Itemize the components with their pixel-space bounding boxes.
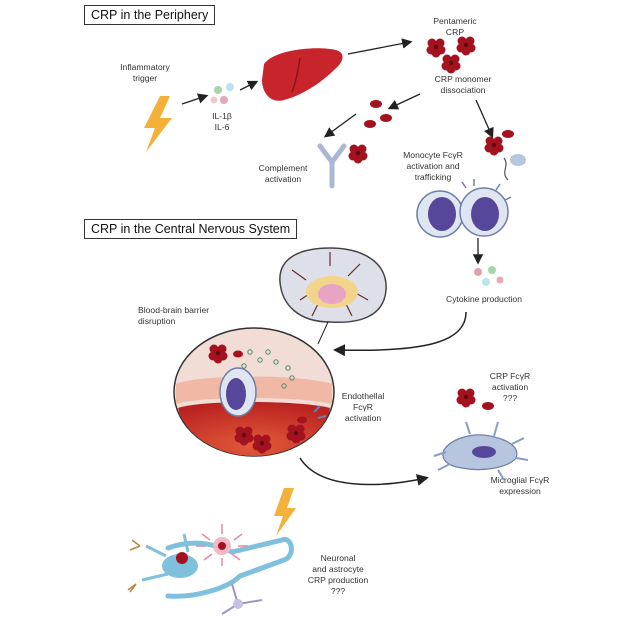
astrocyte-icon: [196, 524, 248, 566]
lightning-icon: [274, 488, 296, 536]
brain-icon: [279, 247, 387, 324]
cytokine-dot: [214, 86, 222, 94]
section-title-cns: CRP in the Central Nervous System: [84, 219, 298, 239]
liver-icon: [262, 48, 343, 101]
monocyte-icon: [416, 179, 512, 238]
neuron-icon: [127, 533, 294, 615]
microglia-icon: [433, 421, 529, 481]
cytokine-dot: [226, 83, 234, 91]
cytokine-dot: [210, 96, 218, 104]
pentameric-crp-icon: [426, 38, 446, 58]
complement-icon: [317, 143, 347, 189]
label-cytokine-production: Cytokine production: [446, 294, 522, 304]
lightning-icon: [144, 96, 172, 152]
section-title-periphery: CRP in the Periphery: [84, 5, 216, 25]
crp-monomer: [370, 100, 382, 108]
cytokine-dot: [220, 96, 228, 104]
